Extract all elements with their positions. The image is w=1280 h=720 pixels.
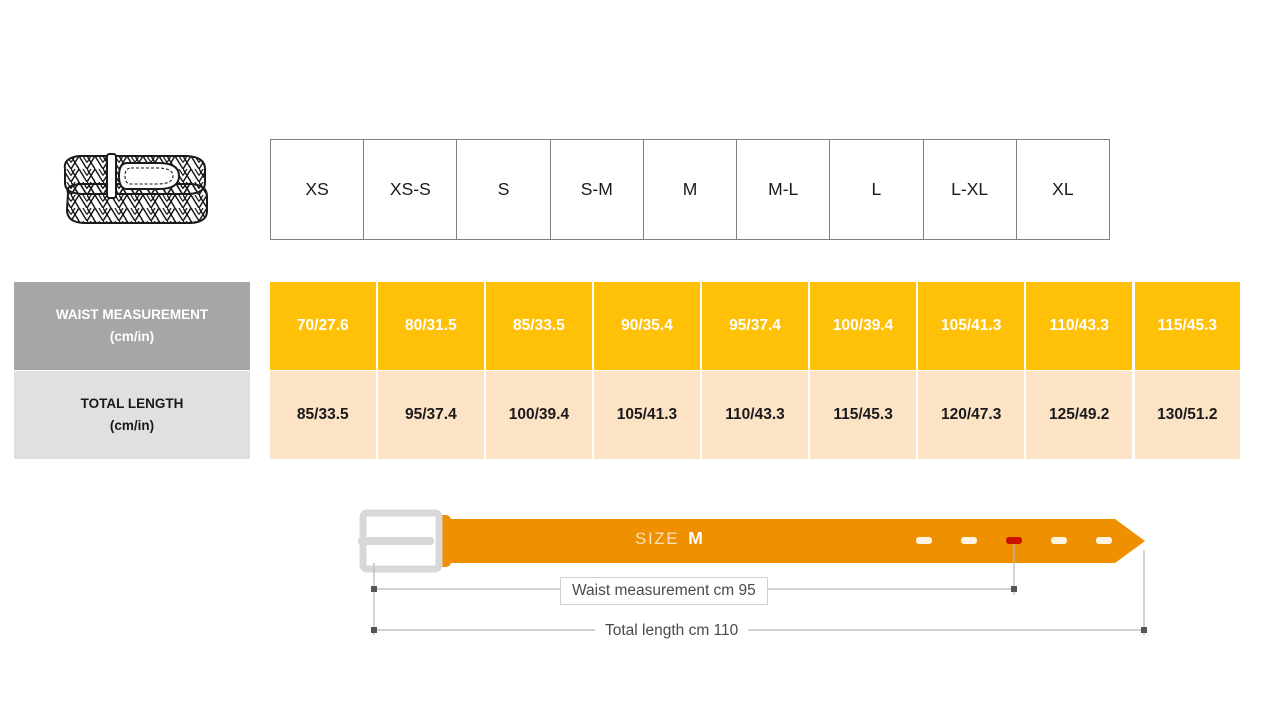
waist-value-cell: 100/39.4 [810,282,916,370]
size-header-cell: S-M [551,140,644,239]
waist-dimension-label: Waist measurement cm 95 [560,577,768,605]
waist-values-wrap: 70/27.6 80/31.5 85/33.5 90/35.4 95/37.4 … [270,282,1241,370]
total-length-value-cell: 110/43.3 [702,371,808,459]
belt-hole [1096,537,1112,544]
total-length-value-cell: 85/33.5 [270,371,376,459]
total-length-value-cell: 95/37.4 [378,371,484,459]
size-header-cell: L [830,140,924,239]
size-header-cell: M-L [737,140,831,239]
size-header-cell: XS-S [364,140,458,239]
total-length-value-cell: 115/45.3 [810,371,916,459]
belt-holes [916,537,1112,544]
waist-value-cell: 70/27.6 [270,282,376,370]
size-header-cell: XS [271,140,365,239]
total-length-label: TOTAL LENGTH (cm/in) [14,371,250,459]
waist-label-line2: (cm/in) [109,329,155,344]
waist-value-cell: 115/45.3 [1134,282,1241,370]
belt-buckle [358,509,443,573]
waist-label-line1: WAIST MEASUREMENT [55,306,209,322]
total-length-value-cell: 120/47.3 [918,371,1024,459]
total-length-dimension-line [371,627,1147,633]
size-header-cell: XL [1017,140,1110,239]
total-length-value-cell: 105/41.3 [594,371,700,459]
total-length-row: TOTAL LENGTH (cm/in) 85/33.5 95/37.4 100… [14,371,1241,459]
total-length-value-cell: 100/39.4 [486,371,592,459]
total-length-value-cell: 125/49.2 [1026,371,1132,459]
waist-measurement-row: WAIST MEASUREMENT (cm/in) 70/27.6 80/31.… [14,282,1241,370]
belt-hole-active [1006,537,1022,544]
total-length-label-line1: TOTAL LENGTH [80,395,184,411]
size-header-cell: S [457,140,551,239]
belt-strap [443,519,1145,563]
belt-hole [916,537,932,544]
belt-hole [961,537,977,544]
braided-belt-illustration [55,143,215,238]
total-length-label-line2: (cm/in) [109,418,155,433]
size-header-table: XS XS-S S S-M M M-L L L-XL XL [270,139,1110,240]
waist-value-cell: 95/37.4 [702,282,808,370]
waist-value-cell: 110/43.3 [1026,282,1132,370]
waist-value-cell: 105/41.3 [918,282,1024,370]
waist-value-cell: 80/31.5 [378,282,484,370]
waist-value-cell: 85/33.5 [486,282,592,370]
waist-measurement-label: WAIST MEASUREMENT (cm/in) [14,282,250,370]
total-length-values-wrap: 85/33.5 95/37.4 100/39.4 105/41.3 110/43… [270,371,1241,459]
size-header-cell: M [644,140,738,239]
total-length-value-cell: 130/51.2 [1134,371,1241,459]
waist-value-cell: 90/35.4 [594,282,700,370]
size-header-cell: L-XL [924,140,1017,239]
belt-hole [1051,537,1067,544]
total-length-dimension-label: Total length cm 110 [595,620,749,642]
